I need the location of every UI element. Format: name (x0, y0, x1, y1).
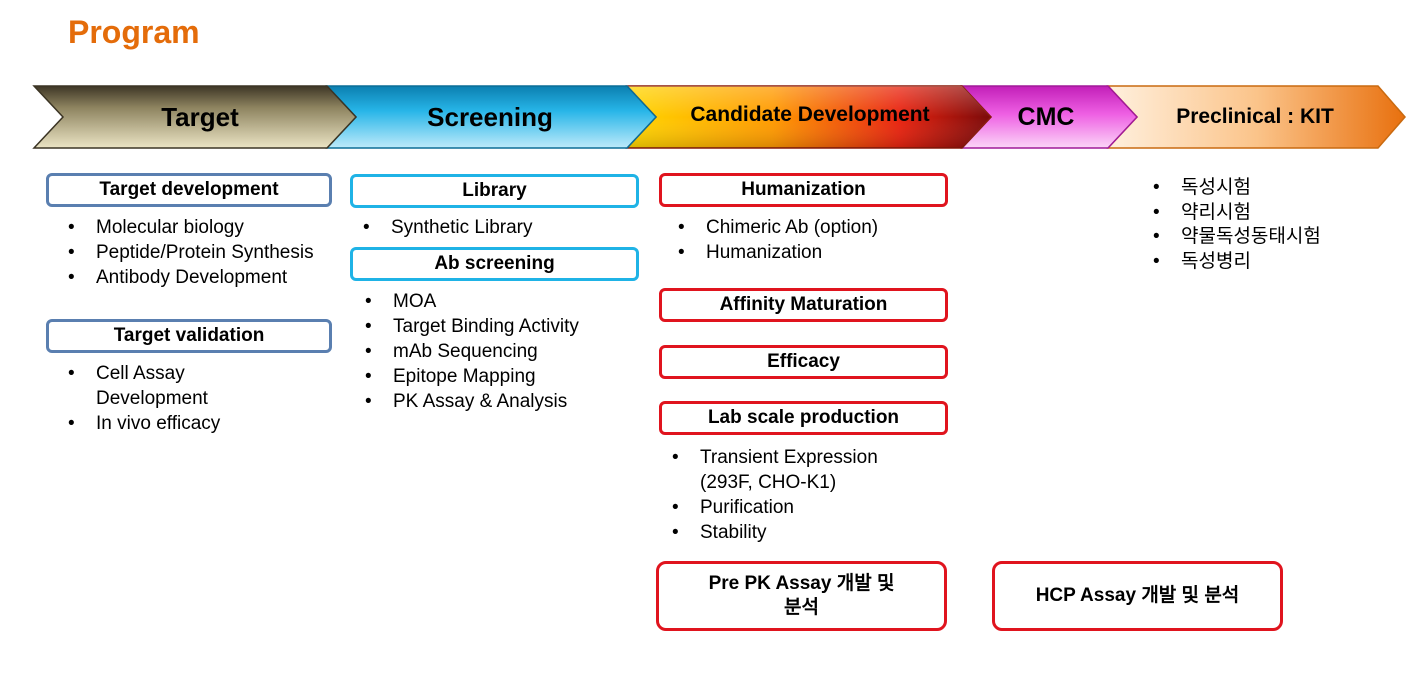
list-item: 약리시험 (1153, 201, 1383, 226)
list-item: Cell Assay Development (68, 361, 268, 411)
list-item: Transient Expression (293F, CHO-K1) (672, 445, 932, 495)
ab-screening-list: MOA Target Binding Activity mAb Sequenci… (365, 289, 635, 414)
affinity-maturation-box: Affinity Maturation (659, 288, 948, 322)
stage-target-label: Target (161, 101, 239, 132)
list-item: Epitope Mapping (365, 364, 635, 389)
hcp-assay-box: HCP Assay 개발 및 분석 (992, 561, 1283, 631)
list-item: MOA (365, 289, 635, 314)
list-item: Molecular biology (68, 215, 328, 240)
list-item: 독성병리 (1153, 250, 1383, 275)
ab-screening-box: Ab screening (350, 247, 639, 281)
efficacy-box: Efficacy (659, 345, 948, 379)
stage-screening-label: Screening (427, 101, 553, 132)
list-item: Humanization (678, 240, 948, 265)
list-item: Stability (672, 520, 932, 545)
list-item: 약물독성동태시험 (1153, 225, 1383, 250)
list-item: Peptide/Protein Synthesis (68, 240, 328, 265)
stage-cmc-label: CMC (1017, 102, 1075, 131)
list-item: 독성시험 (1153, 176, 1383, 201)
list-item: Target Binding Activity (365, 314, 635, 339)
list-item: In vivo efficacy (68, 411, 268, 436)
list-item: Antibody Development (68, 265, 328, 290)
library-list: Synthetic Library (363, 215, 633, 240)
chevron-target (32, 85, 358, 149)
library-box: Library (350, 174, 639, 208)
humanization-list: Chimeric Ab (option) Humanization (678, 215, 948, 265)
list-item: Purification (672, 495, 932, 520)
target-validation-box: Target validation (46, 319, 332, 353)
humanization-box: Humanization (659, 173, 948, 207)
pre-pk-assay-box: Pre PK Assay 개발 및 분석 (656, 561, 947, 631)
target-development-list: Molecular biology Peptide/Protein Synthe… (68, 215, 328, 290)
list-item: mAb Sequencing (365, 339, 635, 364)
lab-scale-production-box: Lab scale production (659, 401, 948, 435)
stage-candidate-label: Candidate Development (690, 103, 930, 126)
target-validation-list: Cell Assay Development In vivo efficacy (68, 361, 268, 436)
lab-scale-list: Transient Expression (293F, CHO-K1) Puri… (672, 445, 932, 545)
list-item: Chimeric Ab (option) (678, 215, 948, 240)
list-item: Synthetic Library (363, 215, 633, 240)
preclinical-list: 독성시험 약리시험 약물독성동태시험 독성병리 (1153, 176, 1383, 274)
target-development-box: Target development (46, 173, 332, 207)
list-item: PK Assay & Analysis (365, 389, 635, 414)
page-title: Program (68, 14, 200, 50)
stage-preclinical-label: Preclinical : KIT (1176, 105, 1334, 128)
